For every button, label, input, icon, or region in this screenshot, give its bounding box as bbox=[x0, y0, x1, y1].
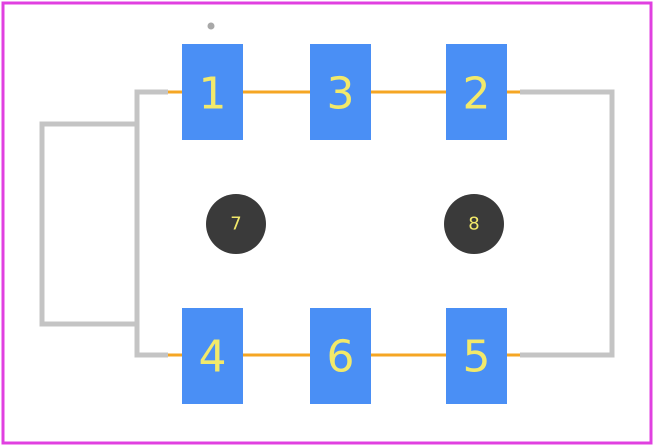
pad-6-label: 6 bbox=[327, 332, 355, 383]
hole-7-body bbox=[206, 194, 266, 254]
pad-5-label: 5 bbox=[463, 332, 491, 383]
hole-7[interactable]: 7 bbox=[206, 194, 266, 254]
pad-6[interactable]: 6 bbox=[310, 308, 371, 404]
hole-8-body bbox=[444, 194, 504, 254]
hole-8[interactable]: 8 bbox=[444, 194, 504, 254]
pad-3[interactable]: 3 bbox=[310, 44, 371, 140]
pad-4-label: 4 bbox=[199, 332, 227, 383]
hole-7-label: 7 bbox=[230, 214, 241, 235]
silkscreen-left-box bbox=[39, 121, 137, 327]
pad-2[interactable]: 2 bbox=[446, 44, 507, 140]
pad-4[interactable]: 4 bbox=[182, 308, 243, 404]
pad-6-body bbox=[310, 308, 371, 404]
pad-5-body bbox=[446, 308, 507, 404]
silkscreen-right-bracket bbox=[520, 89, 615, 358]
hole-8-label: 8 bbox=[468, 214, 479, 235]
pad-1-body bbox=[182, 44, 243, 140]
pad-3-label: 3 bbox=[327, 69, 355, 120]
pad-3-body bbox=[310, 44, 371, 140]
pad-4-body bbox=[182, 308, 243, 404]
pad-2-label: 2 bbox=[463, 69, 491, 120]
silkscreen-left-bracket bbox=[134, 89, 168, 358]
pin1-marker-dot bbox=[207, 22, 215, 30]
pad-5[interactable]: 5 bbox=[446, 308, 507, 404]
pad-2-body bbox=[446, 44, 507, 140]
pad-1[interactable]: 1 bbox=[182, 44, 243, 140]
pad-1-label: 1 bbox=[199, 69, 227, 120]
